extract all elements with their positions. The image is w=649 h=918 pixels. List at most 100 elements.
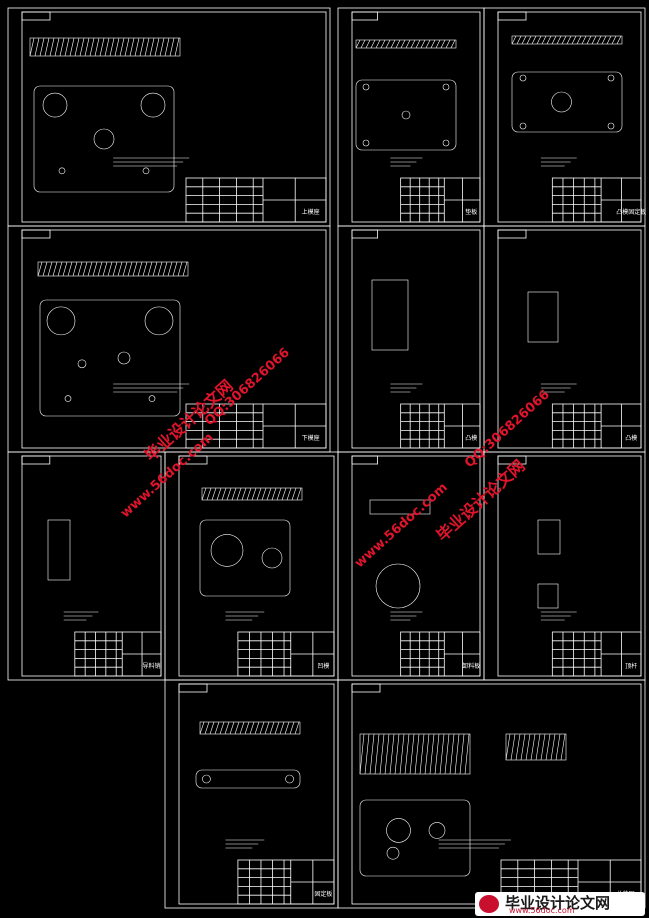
part-lower-seat-section-hatch: [152, 261, 158, 277]
part-upper-seat-section-hatch: [84, 37, 90, 57]
part-assembly-section-a-hatch: [449, 733, 455, 775]
part-assembly-section-b-hatch: [555, 733, 561, 761]
part-lower-seat-section-hatch: [177, 261, 183, 277]
part-fix-section-hatch: [284, 721, 290, 735]
part-assembly-section-a-hatch: [414, 733, 420, 775]
part-upper-seat-section-hatch: [134, 37, 140, 57]
part-backing-section-hatch: [445, 39, 451, 49]
part-fix-section-hatch: [254, 721, 260, 735]
part-backing-section-hatch: [440, 39, 446, 49]
sheet-frame-s1: [21, 11, 327, 223]
part-upper-seat-section-hatch: [89, 37, 95, 57]
part-upper-seat-plan-hole-4: [142, 167, 150, 175]
part-die-section-hatch: [231, 487, 237, 501]
part-assembly-section-a-hatch: [374, 733, 380, 775]
part-die-plan: [199, 519, 291, 597]
part-upper-seat-section-hatch: [74, 37, 80, 57]
part-backing-plan-hole-2: [401, 110, 411, 120]
part-backing-section-hatch: [395, 39, 401, 49]
part-lower-seat-section-hatch: [47, 261, 53, 277]
part-assembly-section-a-hatch: [429, 733, 435, 775]
part-die-section-hatch: [211, 487, 217, 501]
part-assembly-plan: [359, 799, 471, 877]
logo-url: www.56doc.com: [509, 906, 575, 915]
sheet-tab-s8: [178, 455, 208, 465]
part-fixplate-section-hatch: [536, 35, 542, 45]
part-lower-seat-section-hatch: [162, 261, 168, 277]
part-fixplate-section-hatch: [581, 35, 587, 45]
title-name-s10: 顶杆: [625, 662, 637, 670]
part-die-section-hatch: [241, 487, 247, 501]
part-upper-seat-section-hatch: [59, 37, 65, 57]
part-assembly-section-b-hatch: [515, 733, 521, 761]
title-block-s2: 垫板: [400, 177, 481, 223]
part-die-section-hatch: [206, 487, 212, 501]
part-upper-seat-section-hatch: [109, 37, 115, 57]
part-assembly-section-a-hatch: [424, 733, 430, 775]
part-fixplate-section-hatch: [586, 35, 592, 45]
sheet-tab-s4: [21, 229, 51, 239]
part-assembly-plan-hole-1: [428, 822, 446, 839]
part-lower-seat-plan-outline: [39, 299, 181, 417]
part-lower-seat-section-hatch: [157, 261, 163, 277]
sheet-tab-s9: [351, 455, 379, 465]
part-fix-section-hatch: [199, 721, 205, 735]
title-block-s5: 凸模: [400, 403, 481, 449]
part-punch-a: [371, 279, 409, 351]
part-fix-section-hatch: [204, 721, 210, 735]
title-name-s7: 导料销: [143, 662, 161, 670]
part-backing-section-hatch: [400, 39, 406, 49]
part-lower-seat-plan-hole-2: [117, 351, 131, 365]
title-block-s1: 上模座: [185, 177, 327, 223]
part-upper-seat-section-hatch: [94, 37, 100, 57]
sheet-tab-s2: [351, 11, 379, 21]
title-name-s5: 凸模: [465, 434, 477, 442]
part-guide-pin: [47, 519, 71, 581]
title-block-s3: 凸模固定板: [551, 177, 646, 223]
part-assembly-section-a-hatch: [409, 733, 415, 775]
sheet-frame-s4: [21, 229, 327, 449]
part-lower-seat-section-hatch: [42, 261, 48, 277]
part-upper-seat-plan-hole-2: [93, 128, 115, 150]
part-fix-section-hatch: [269, 721, 275, 735]
part-assembly-section-b-hatch: [525, 733, 531, 761]
part-fixplate-section-hatch: [616, 35, 622, 45]
part-backing-section-hatch: [370, 39, 376, 49]
part-fixplate-section-hatch: [556, 35, 562, 45]
part-fixplate-plan-hole-0: [519, 74, 527, 82]
part-backing-section-hatch: [365, 39, 371, 49]
part-lower-seat-section-hatch: [72, 261, 78, 277]
part-fixplate-section-hatch: [511, 35, 517, 45]
part-fix-section-hatch: [209, 721, 215, 735]
part-lower-seat-section-hatch: [77, 261, 83, 277]
part-assembly-section-b-hatch: [545, 733, 551, 761]
title-name-s1: 上模座: [302, 208, 320, 216]
part-assembly-section-a: [359, 733, 471, 775]
part-upper-seat-section-hatch: [119, 37, 125, 57]
part-backing-section-hatch: [410, 39, 416, 49]
part-upper-seat-section-hatch: [104, 37, 110, 57]
part-lower-seat-section-hatch: [147, 261, 153, 277]
part-fix-plan-hole-1: [285, 774, 294, 784]
part-upper-seat-section-hatch: [144, 37, 150, 57]
title-block-s6: 凸模: [551, 403, 642, 449]
part-upper-seat-section-hatch: [129, 37, 135, 57]
part-lower-seat-plan-hole-4: [64, 395, 72, 402]
part-lower-seat-plan: [39, 299, 181, 417]
part-lower-seat-section-hatch: [182, 261, 188, 277]
part-fix-section: [199, 721, 301, 735]
part-fix-section-hatch: [239, 721, 245, 735]
part-upper-seat-section-hatch: [174, 37, 180, 57]
part-upper-seat-plan-outline: [33, 85, 175, 193]
part-assembly-section-a-hatch: [439, 733, 445, 775]
part-die-plan-hole-0: [210, 534, 244, 567]
part-upper-seat-section-hatch: [154, 37, 160, 57]
part-fixplate-plan-hole-4: [607, 122, 615, 130]
part-assembly-plan-outline: [359, 799, 471, 877]
part-backing-section-hatch: [380, 39, 386, 49]
part-die-plan-hole-1: [261, 547, 283, 569]
part-assembly-section-b-hatch: [510, 733, 516, 761]
part-die-section-hatch: [286, 487, 292, 501]
part-upper-seat-section-hatch: [114, 37, 120, 57]
part-upper-seat-section-hatch: [79, 37, 85, 57]
